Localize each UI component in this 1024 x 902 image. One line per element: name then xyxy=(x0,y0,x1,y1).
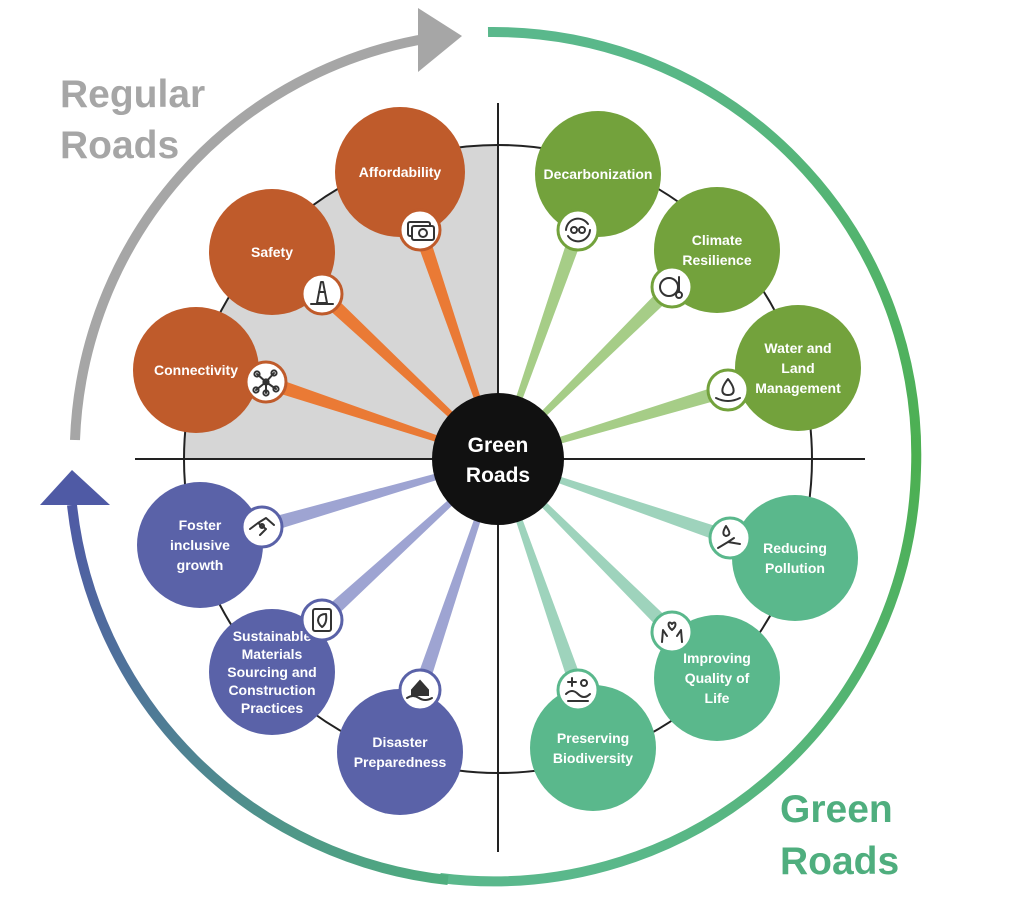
node-circle-inclusive-growth xyxy=(137,482,263,608)
node-label-biodiversity-line-1: Preserving xyxy=(557,730,629,746)
hands-together-icon xyxy=(240,505,284,549)
node-label-water-land-line-2: Land xyxy=(781,360,814,376)
node-label-climate-resilience-line-2: Resilience xyxy=(682,252,751,268)
green-roads-label-line-2: Roads xyxy=(780,840,899,883)
blue-cycle-arrow xyxy=(67,504,449,885)
green-cycle-arrow xyxy=(439,26,922,887)
blue-arrowhead-icon xyxy=(40,470,110,505)
node-circle-water-land xyxy=(735,305,861,431)
node-circle-reducing-pollution xyxy=(732,495,858,621)
center-label-line-1: Green xyxy=(468,434,529,457)
flood-house-icon xyxy=(398,668,442,712)
co2-cycle-icon xyxy=(556,208,600,252)
node-label-inclusive-growth-line-3: growth xyxy=(177,557,224,573)
node-label-biodiversity-line-2: Biodiversity xyxy=(553,750,633,766)
node-label-sustainable-materials-line-5: Practices xyxy=(241,700,303,716)
node-label-decarbonization-line-1: Decarbonization xyxy=(544,166,653,182)
cash-icon xyxy=(398,208,442,252)
node-label-safety-line-1: Safety xyxy=(251,244,293,260)
node-label-water-land-line-3: Management xyxy=(755,380,841,396)
node-label-disaster-preparedness-line-1: Disaster xyxy=(372,734,428,750)
node-circle-connectivity xyxy=(133,307,259,433)
node-safety: Safety xyxy=(209,189,344,316)
center-circle xyxy=(432,393,564,525)
node-label-reducing-pollution-line-2: Pollution xyxy=(765,560,825,576)
node-connectivity: Connectivity xyxy=(133,307,288,433)
node-label-sustainable-materials-line-2: Materials xyxy=(242,646,303,662)
regular-roads-label-line-2: Roads xyxy=(60,124,179,167)
gray-cycle-arrow xyxy=(70,33,431,441)
node-label-inclusive-growth-line-2: inclusive xyxy=(170,537,230,553)
node-circle-biodiversity xyxy=(530,685,656,811)
hand-drop-icon xyxy=(708,516,752,560)
green-roads-label-line-1: Green xyxy=(780,788,893,831)
node-label-reducing-pollution-line-1: Reducing xyxy=(763,540,827,556)
thermometer-globe-icon xyxy=(650,265,694,309)
network-icon xyxy=(244,360,288,404)
node-label-quality-of-life-line-2: Quality of xyxy=(685,670,750,686)
node-affordability: Affordability xyxy=(335,107,465,252)
node-label-sustainable-materials-line-1: Sustainable xyxy=(233,628,312,644)
node-label-water-land-line-1: Water and xyxy=(764,340,831,356)
traffic-cone-icon xyxy=(300,272,344,316)
node-decarbonization: Decarbonization xyxy=(535,111,661,252)
node-circle-disaster-preparedness xyxy=(337,689,463,815)
gray-arrowhead-icon xyxy=(418,8,462,72)
node-label-sustainable-materials-line-3: Sourcing and xyxy=(227,664,316,680)
node-label-connectivity-line-1: Connectivity xyxy=(154,362,238,378)
raised-hands-icon xyxy=(650,610,694,654)
node-label-climate-resilience-line-1: Climate xyxy=(692,232,743,248)
leaf-document-icon xyxy=(300,598,344,642)
node-label-inclusive-growth-line-1: Foster xyxy=(179,517,222,533)
node-circle-sustainable-materials xyxy=(209,609,335,735)
regular-roads-label-line-1: Regular xyxy=(60,73,205,116)
node-circle-decarbonization xyxy=(535,111,661,237)
node-label-quality-of-life-line-3: Life xyxy=(705,690,730,706)
node-label-affordability-line-1: Affordability xyxy=(359,164,442,180)
node-label-quality-of-life-line-1: Improving xyxy=(683,650,751,666)
center-label-line-2: Roads xyxy=(466,464,530,487)
ecosystem-icon xyxy=(556,668,600,712)
water-drop-icon xyxy=(706,368,750,412)
node-label-sustainable-materials-line-4: Construction xyxy=(228,682,315,698)
node-circle-affordability xyxy=(335,107,465,237)
node-inclusive-growth: Foster inclusive growth xyxy=(137,482,284,608)
node-label-disaster-preparedness-line-2: Preparedness xyxy=(354,754,447,770)
